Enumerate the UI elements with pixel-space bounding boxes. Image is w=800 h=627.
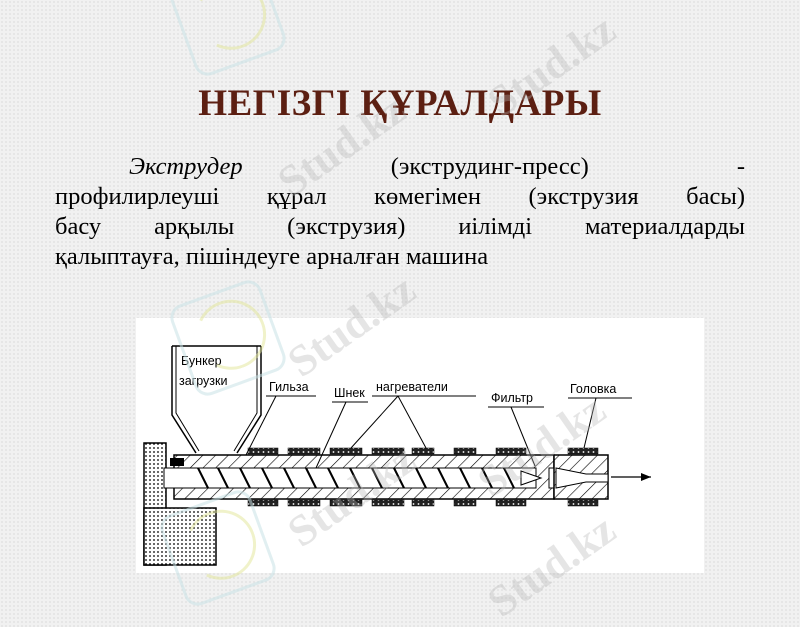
extruder-schematic xyxy=(143,345,651,566)
label-hopper-line1: Бункер xyxy=(181,354,222,368)
paragraph-line-1: Экструдер (экструдинг-пресс) - xyxy=(55,152,745,182)
term-alias: (экструдинг-пресс) xyxy=(390,153,589,180)
term-extruder: Экструдер xyxy=(129,153,243,180)
label-head: Головка xyxy=(570,382,617,396)
paragraph-line-4: қалыптауға, пішіндеуге арналған машина xyxy=(55,243,489,270)
label-hopper-line2: загрузки xyxy=(179,374,228,388)
label-heaters: нагреватели xyxy=(376,380,448,394)
watermark-logo-icon xyxy=(166,0,290,80)
dash: - xyxy=(736,153,745,180)
extruder-diagram: Бункер загрузки Гильза Шнек нагреватели … xyxy=(136,318,704,573)
label-filter: Фильтр xyxy=(491,391,533,405)
paragraph-line-3: басу арқылы (экструзия) иілімді материал… xyxy=(55,213,745,240)
label-screw: Шнек xyxy=(334,386,365,400)
label-sleeve: Гильза xyxy=(269,380,309,394)
definition-paragraph: Экструдер (экструдинг-пресс) - профилирл… xyxy=(55,152,745,272)
slide-title: НЕГІЗГІ ҚҰРАЛДАРЫ xyxy=(198,83,602,124)
paragraph-line-2: профилирлеуші құрал көмегімен (экструзия… xyxy=(55,183,745,210)
